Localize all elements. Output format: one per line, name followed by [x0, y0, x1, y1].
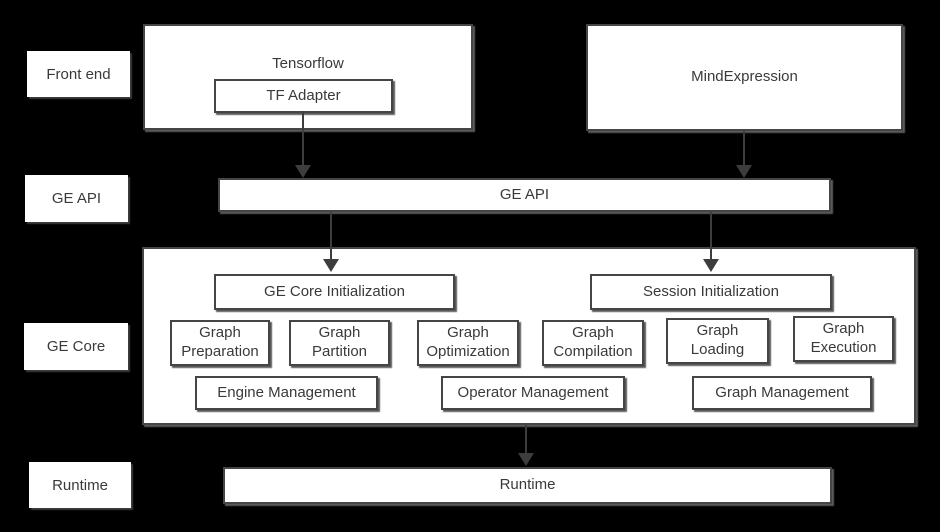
- row-label-ge-api: GE API: [25, 175, 128, 222]
- ge-core-initialization-box: GE Core Initialization: [214, 274, 455, 310]
- tf-adapter-box: TF Adapter: [214, 79, 393, 113]
- ge-api-bar: GE API: [218, 178, 831, 212]
- arrow-head-icon: [323, 259, 339, 272]
- arrow-head-icon: [703, 259, 719, 272]
- engine-management-box: Engine Management: [195, 376, 378, 410]
- row-label-runtime: Runtime: [29, 462, 131, 508]
- arrow-stem: [302, 111, 304, 166]
- graph-compilation-box: Graph Compilation: [542, 320, 644, 366]
- tensorflow-box: Tensorflow TF Adapter: [143, 24, 473, 130]
- row-label-front-end: Front end: [27, 51, 130, 97]
- arrow-stem: [330, 212, 332, 260]
- arrow-head-icon: [295, 165, 311, 178]
- runtime-bar: Runtime: [223, 467, 832, 504]
- session-initialization-box: Session Initialization: [590, 274, 832, 310]
- ge-core-box: GE Core Initialization Session Initializ…: [142, 247, 916, 425]
- graph-partition-box: Graph Partition: [289, 320, 390, 366]
- mindexpression-box: MindExpression: [586, 24, 903, 131]
- graph-loading-box: Graph Loading: [666, 318, 769, 364]
- graph-management-box: Graph Management: [692, 376, 872, 410]
- arrow-head-icon: [736, 165, 752, 178]
- arrow-head-icon: [518, 453, 534, 466]
- row-label-ge-core: GE Core: [24, 323, 128, 370]
- graph-optimization-box: Graph Optimization: [417, 320, 519, 366]
- arrow-stem: [743, 131, 745, 166]
- graph-execution-box: Graph Execution: [793, 316, 894, 362]
- arrow-stem: [710, 212, 712, 260]
- tensorflow-label: Tensorflow: [272, 55, 344, 72]
- arrow-stem: [525, 425, 527, 454]
- operator-management-box: Operator Management: [441, 376, 625, 410]
- graph-preparation-box: Graph Preparation: [170, 320, 270, 366]
